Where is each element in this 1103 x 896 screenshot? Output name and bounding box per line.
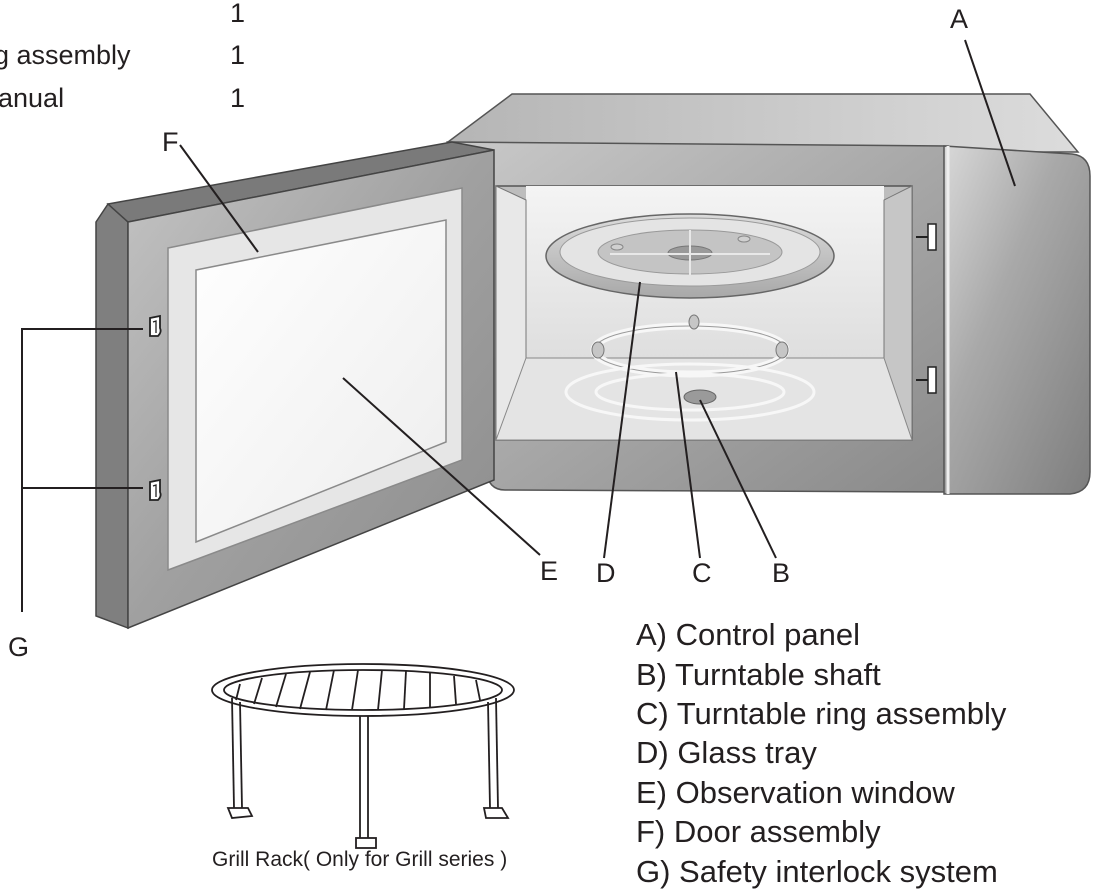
callout-c: C — [692, 558, 712, 588]
door-hook-lower-icon — [149, 478, 162, 501]
callout-f: F — [162, 127, 179, 157]
callout-g: G — [8, 632, 29, 662]
microwave-body — [445, 93, 1091, 495]
callout-a: A — [950, 4, 968, 34]
callout-d: D — [596, 558, 616, 588]
control-panel — [943, 145, 1091, 495]
grill-rack-leg-middle — [355, 716, 377, 849]
glass-tray — [545, 213, 835, 299]
legend-item-c: C) Turntable ring assembly — [636, 696, 1007, 731]
parts-list-item-text: anual — [0, 83, 64, 113]
parts-list-item-text: g assembly — [0, 40, 131, 70]
grill-rack-leg-left — [226, 697, 254, 819]
grill-rack — [211, 663, 515, 849]
leader-lines — [21, 39, 1016, 612]
legend-item-e: E) Observation window — [636, 775, 955, 810]
grill-rack-bars — [235, 669, 481, 711]
callout-e: E — [540, 556, 558, 586]
callout-b: B — [772, 558, 790, 588]
parts-list-item-qty: 1 — [230, 83, 245, 113]
parts-list-item-qty: 1 — [230, 0, 245, 28]
legend-item-d: D) Glass tray — [636, 735, 817, 770]
parts-list-item-qty: 1 — [230, 40, 245, 70]
door-latch-slot-lower — [916, 366, 937, 394]
parts-list-fragment: g assembly anual 1 1 1 — [0, 0, 245, 113]
observation-window — [195, 219, 447, 544]
door-side-edge — [95, 202, 129, 630]
grill-rack-leg-right — [482, 697, 510, 819]
door-assembly — [95, 141, 495, 630]
door-latch-slot-upper — [916, 223, 937, 251]
grill-rack-caption: Grill Rack( Only for Grill series ) — [212, 848, 507, 871]
legend-item-f: F) Door assembly — [636, 814, 881, 849]
legend-item-g: G) Safety interlock system — [636, 854, 998, 889]
turntable-shaft — [683, 389, 717, 405]
door-hook-upper-icon — [149, 314, 162, 337]
parts-legend: A) Control panel B) Turntable shaft C) T… — [636, 617, 1007, 889]
legend-item-b: B) Turntable shaft — [636, 657, 881, 692]
legend-item-a: A) Control panel — [636, 617, 860, 652]
